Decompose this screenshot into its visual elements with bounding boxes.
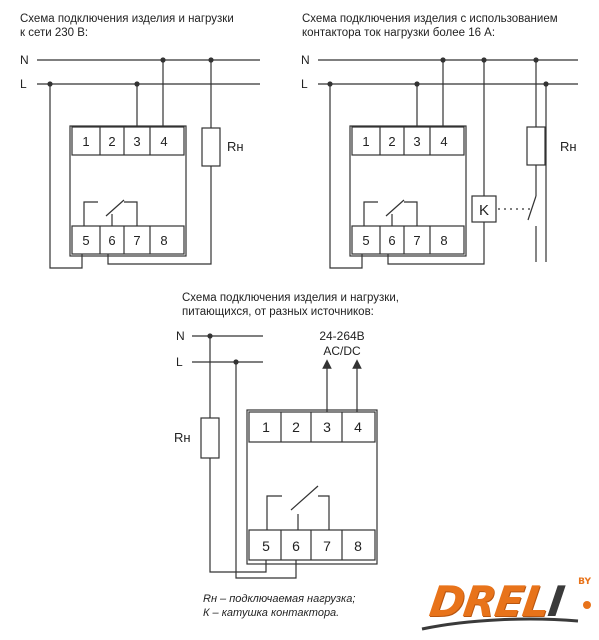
- n-line-label: N: [20, 53, 29, 67]
- legend: Rн – подключаемая нагрузка; К – катушка …: [203, 592, 355, 620]
- caption-line: Схема подключения изделия и нагрузки,: [182, 292, 399, 304]
- caption-line: к сети 230 В:: [20, 27, 89, 39]
- logo-swoosh: [421, 617, 579, 631]
- caption-line: Схема подключения изделия с использовани…: [302, 13, 558, 25]
- caption-bottom: Схема подключения изделия и нагрузки, пи…: [182, 291, 399, 319]
- logo-dot: [583, 601, 591, 609]
- terminal-5: 5: [82, 233, 89, 248]
- terminal-8: 8: [354, 538, 362, 554]
- terminal-7: 7: [413, 233, 420, 248]
- diagram-1: [37, 59, 260, 269]
- n-line-label: N: [176, 329, 185, 343]
- l-line-label: L: [176, 355, 183, 369]
- terminal-6: 6: [292, 538, 300, 554]
- relay-contact: [290, 485, 319, 511]
- top-terminal-strip: [71, 126, 185, 156]
- load-resistor: [201, 127, 221, 167]
- contactor-label: K: [479, 202, 489, 219]
- terminal-5: 5: [262, 538, 270, 554]
- caption-top-right: Схема подключения изделия с использовани…: [302, 12, 558, 40]
- bottom-terminal-strip: [71, 225, 185, 255]
- terminal-7: 7: [323, 538, 331, 554]
- junction-dots: [47, 57, 549, 365]
- terminal-1: 1: [82, 134, 89, 149]
- terminal-8: 8: [160, 233, 167, 248]
- relay-contact: [105, 199, 125, 217]
- supply-type: AC/DC: [323, 344, 361, 358]
- terminal-1: 1: [362, 134, 369, 149]
- relay-body: [349, 125, 467, 257]
- terminal-2: 2: [108, 134, 115, 149]
- load-label: Rн: [174, 430, 191, 445]
- legend-contactor: К – катушка контактора.: [203, 607, 340, 619]
- load-resistor: [200, 417, 220, 459]
- bottom-terminal-strip: [248, 529, 376, 561]
- supply-voltage: 24-264В: [319, 329, 364, 343]
- caption-line: контактора ток нагрузки более 16 А:: [302, 27, 496, 39]
- terminal-1: 1: [262, 419, 270, 435]
- relay-body: [69, 125, 187, 257]
- terminal-6: 6: [108, 233, 115, 248]
- load-label: Rн: [227, 139, 244, 154]
- terminal-4: 4: [440, 134, 447, 149]
- diagram-3: [192, 335, 378, 579]
- n-line-label: N: [301, 53, 310, 67]
- terminal-3: 3: [133, 134, 140, 149]
- logo-by: BY: [578, 577, 591, 587]
- relay-body: [246, 409, 378, 565]
- contactor-contact: [527, 195, 537, 221]
- terminal-6: 6: [388, 233, 395, 248]
- l-line-label: L: [20, 77, 27, 91]
- load-label: Rн: [560, 139, 577, 154]
- terminal-4: 4: [160, 134, 167, 149]
- legend-load: Rн – подключаемая нагрузка;: [203, 593, 356, 605]
- terminal-3: 3: [323, 419, 331, 435]
- terminal-8: 8: [440, 233, 447, 248]
- top-terminal-strip: [351, 126, 465, 156]
- terminal-2: 2: [292, 419, 300, 435]
- caption-top-left: Схема подключения изделия и нагрузки к с…: [20, 12, 234, 40]
- top-terminal-strip: [248, 411, 376, 443]
- l-line-label: L: [301, 77, 308, 91]
- terminal-2: 2: [388, 134, 395, 149]
- terminal-4: 4: [354, 419, 362, 435]
- terminal-3: 3: [413, 134, 420, 149]
- diagram-2: [318, 59, 578, 269]
- drelby-logo: DRELI BY: [410, 571, 595, 637]
- terminal-7: 7: [133, 233, 140, 248]
- terminal-5: 5: [362, 233, 369, 248]
- caption-line: питающихся, от разных источников:: [182, 306, 374, 318]
- load-resistor: [526, 126, 546, 166]
- bottom-terminal-strip: [351, 225, 465, 255]
- relay-contact: [385, 199, 405, 217]
- caption-line: Схема подключения изделия и нагрузки: [20, 13, 234, 25]
